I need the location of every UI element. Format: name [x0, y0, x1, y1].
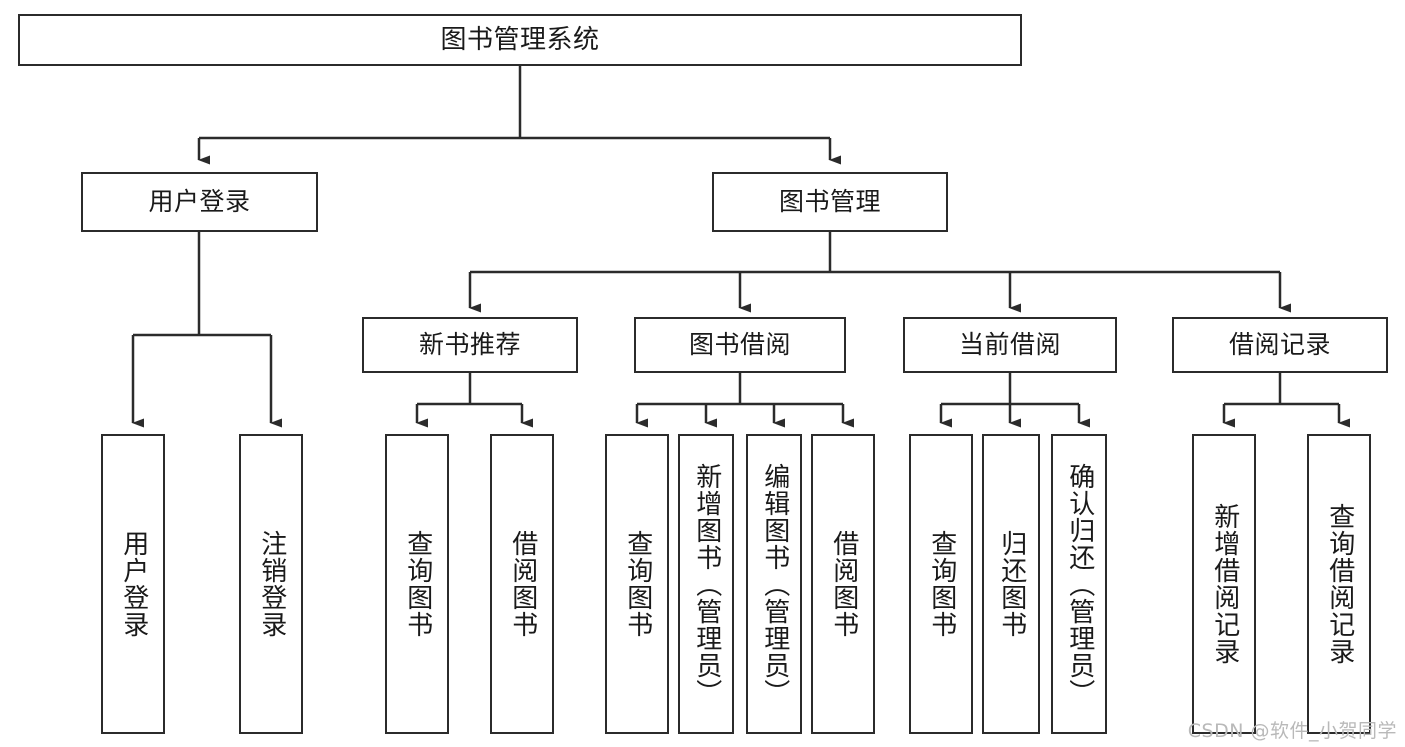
node-book-management[interactable]: 图书管理 [712, 172, 948, 232]
node-label: 确认归还（管理员） [1064, 462, 1095, 706]
node-label: 图书管理系统 [440, 24, 600, 55]
node-label: 借阅图书 [507, 530, 538, 638]
node-leaf-logout[interactable]: 注销登录 [239, 434, 303, 734]
node-label: 图书借阅 [688, 330, 791, 360]
node-current-borrowing[interactable]: 当前借阅 [903, 317, 1117, 373]
node-book-borrowing[interactable]: 图书借阅 [634, 317, 846, 373]
node-label: 新书推荐 [418, 330, 521, 360]
node-leaf-user-login[interactable]: 用户登录 [101, 434, 165, 734]
node-leaf-query-book-recommendation[interactable]: 查询图书 [385, 434, 449, 734]
node-label: 归还图书 [996, 530, 1027, 638]
node-label: 编辑图书（管理员） [759, 462, 790, 706]
node-leaf-query-borrowing-record[interactable]: 查询借阅记录 [1307, 434, 1371, 734]
node-root-book-management-system[interactable]: 图书管理系统 [18, 14, 1022, 66]
node-user-login[interactable]: 用户登录 [81, 172, 318, 232]
node-leaf-borrow-book[interactable]: 借阅图书 [811, 434, 875, 734]
node-leaf-add-book-admin[interactable]: 新增图书（管理员） [678, 434, 734, 734]
node-label: 查询图书 [402, 530, 433, 638]
node-new-book-recommendation[interactable]: 新书推荐 [362, 317, 578, 373]
node-label: 当前借阅 [958, 330, 1061, 360]
node-label: 新增借阅记录 [1209, 503, 1240, 665]
node-leaf-return-book[interactable]: 归还图书 [982, 434, 1040, 734]
node-leaf-query-book[interactable]: 查询图书 [605, 434, 669, 734]
node-label: 用户登录 [148, 187, 251, 217]
node-leaf-confirm-return-admin[interactable]: 确认归还（管理员） [1051, 434, 1107, 734]
node-label: 新增图书（管理员） [691, 462, 722, 706]
node-label: 图书管理 [778, 187, 881, 217]
node-leaf-query-book-current[interactable]: 查询图书 [909, 434, 973, 734]
node-label: 查询借阅记录 [1324, 503, 1355, 665]
node-leaf-borrow-book-recommendation[interactable]: 借阅图书 [490, 434, 554, 734]
node-label: 查询图书 [926, 530, 957, 638]
node-label: 查询图书 [622, 530, 653, 638]
node-label: 用户登录 [118, 530, 149, 638]
node-leaf-edit-book-admin[interactable]: 编辑图书（管理员） [746, 434, 802, 734]
node-label: 借阅记录 [1228, 330, 1331, 360]
node-leaf-add-borrowing-record[interactable]: 新增借阅记录 [1192, 434, 1256, 734]
node-label: 注销登录 [256, 530, 287, 638]
node-borrowing-records[interactable]: 借阅记录 [1172, 317, 1388, 373]
node-label: 借阅图书 [828, 530, 859, 638]
watermark-text: CSDN @软件_小贺同学 [1187, 720, 1397, 742]
